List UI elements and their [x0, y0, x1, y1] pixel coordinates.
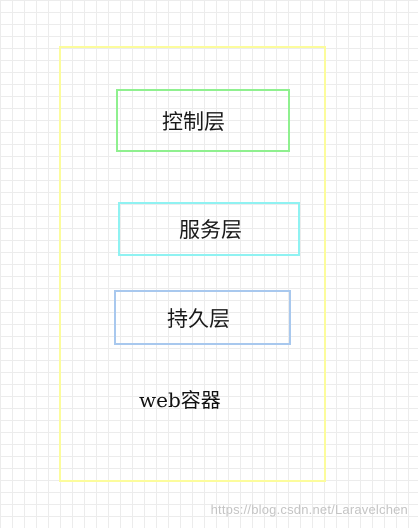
- service-layer-box: 服务层: [118, 202, 300, 256]
- watermark-text: https://blog.csdn.net/Laravelchen: [210, 502, 408, 517]
- web-container-label: web容器: [139, 388, 221, 412]
- web-container-box: [59, 46, 326, 482]
- persistence-layer-box: 持久层: [114, 290, 291, 345]
- control-layer-box: 控制层: [116, 89, 290, 152]
- control-layer-label: 控制层: [162, 109, 225, 134]
- persistence-layer-label: 持久层: [167, 306, 230, 331]
- service-layer-label: 服务层: [179, 218, 242, 242]
